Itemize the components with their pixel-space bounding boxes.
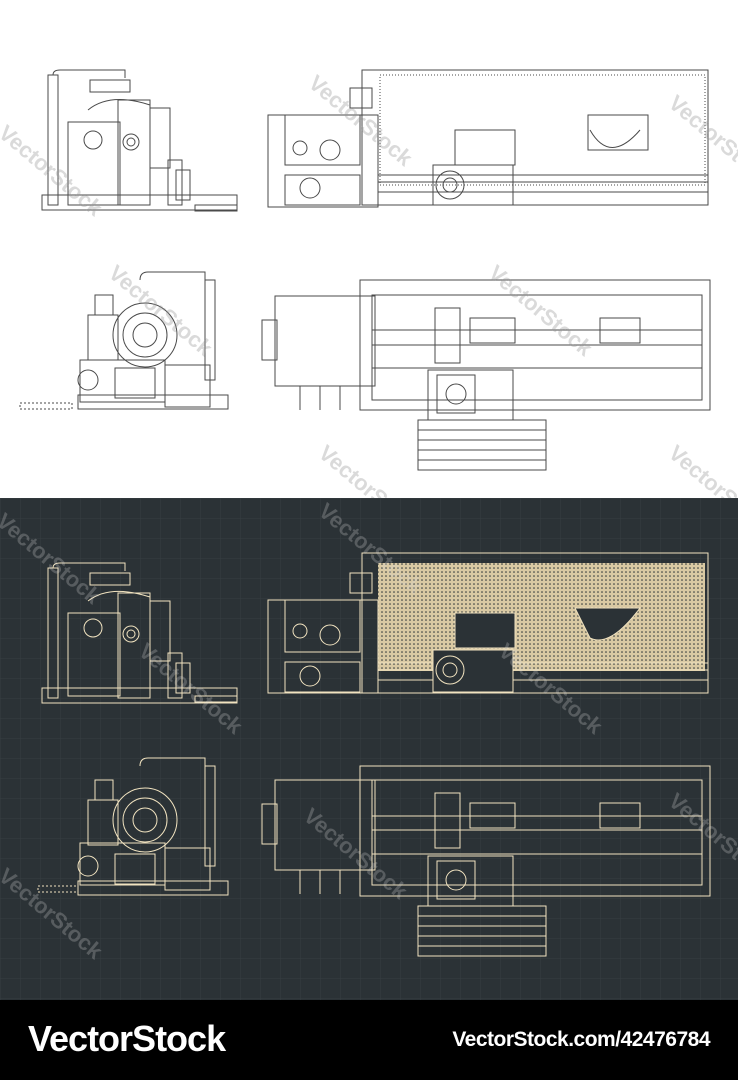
lathe-end-view (19, 271, 229, 410)
lathe-top-view (261, 765, 711, 957)
light-blueprint-panel: VectorStock VectorStock VectorStock Vect… (0, 0, 738, 498)
lathe-side-view (41, 562, 238, 704)
image-id: VectorStock.com/42476784 (452, 1028, 710, 1051)
lathe-end-view (37, 757, 229, 896)
brand-logo: VectorStock (28, 1018, 226, 1059)
dark-blueprint-panel: VectorStock VectorStock VectorStock Vect… (0, 498, 738, 1000)
lathe-front-view (267, 552, 709, 694)
lathe-side-view (41, 69, 238, 212)
footer-bar: VectorStock VectorStock.com/42476784 (0, 1000, 738, 1080)
lathe-top-view (261, 279, 711, 471)
lathe-front-view (267, 69, 709, 208)
dark-drawings (0, 498, 738, 1000)
light-drawings (19, 69, 711, 471)
